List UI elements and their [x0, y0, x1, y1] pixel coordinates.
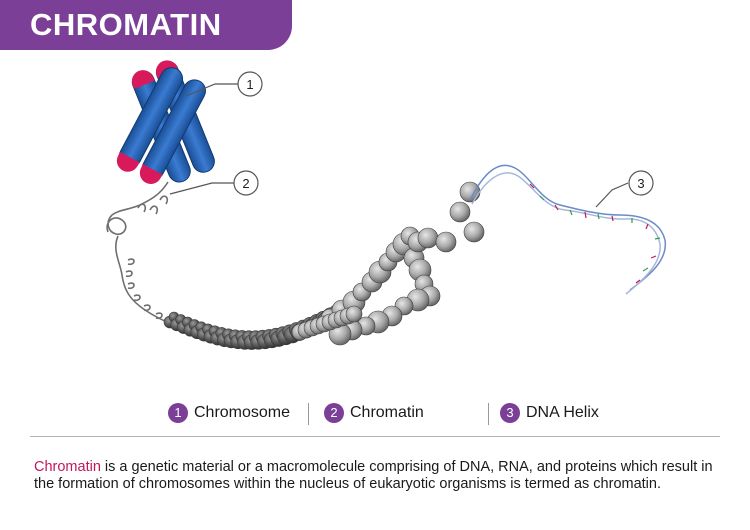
coiled-fiber: [106, 181, 191, 331]
svg-text:3: 3: [637, 176, 644, 191]
dna-helix: [469, 164, 666, 295]
description-text: is a genetic material or a macromolecule…: [34, 458, 713, 492]
legend-number-badge: 1: [168, 403, 188, 423]
legend-label: DNA Helix: [526, 404, 599, 421]
legend-item-chromosome: 1 Chromosome: [168, 403, 290, 423]
nucleosome-bead: [463, 221, 485, 243]
callout-2: 2: [233, 170, 259, 196]
legend-number-badge: 3: [500, 403, 520, 423]
legend-number-badge: 2: [324, 403, 344, 423]
chromosome-illustration: [116, 60, 215, 184]
legend-label: Chromosome: [194, 404, 291, 421]
nucleosome-bead: [435, 231, 457, 253]
nucleosome-beads: [163, 181, 485, 350]
svg-text:2: 2: [242, 176, 249, 191]
nucleosome-bead: [345, 305, 363, 323]
legend: 1 Chromosome 2 Chromatin 3 DNA Helix: [0, 400, 750, 430]
legend-item-dna-helix: 3 DNA Helix: [500, 403, 599, 423]
description-paragraph: Chromatin is a genetic material or a mac…: [34, 459, 724, 493]
nucleosome-bead: [449, 201, 471, 223]
chromatin-diagram: 1 2 3: [106, 60, 666, 350]
callout-1: 1: [237, 71, 263, 97]
legend-item-chromatin: 2 Chromatin: [324, 403, 424, 423]
description-term: Chromatin: [34, 458, 101, 475]
legend-label: Chromatin: [350, 404, 424, 421]
callout-3: 3: [628, 170, 654, 196]
legend-divider: [308, 403, 309, 425]
title-banner: CHROMATIN: [0, 0, 292, 50]
svg-text:1: 1: [246, 77, 253, 92]
divider-line: [30, 436, 720, 437]
page-title: CHROMATIN: [30, 7, 222, 42]
nucleosome-bead: [417, 227, 439, 249]
leader-lines: [169, 83, 629, 208]
legend-divider: [488, 403, 489, 425]
